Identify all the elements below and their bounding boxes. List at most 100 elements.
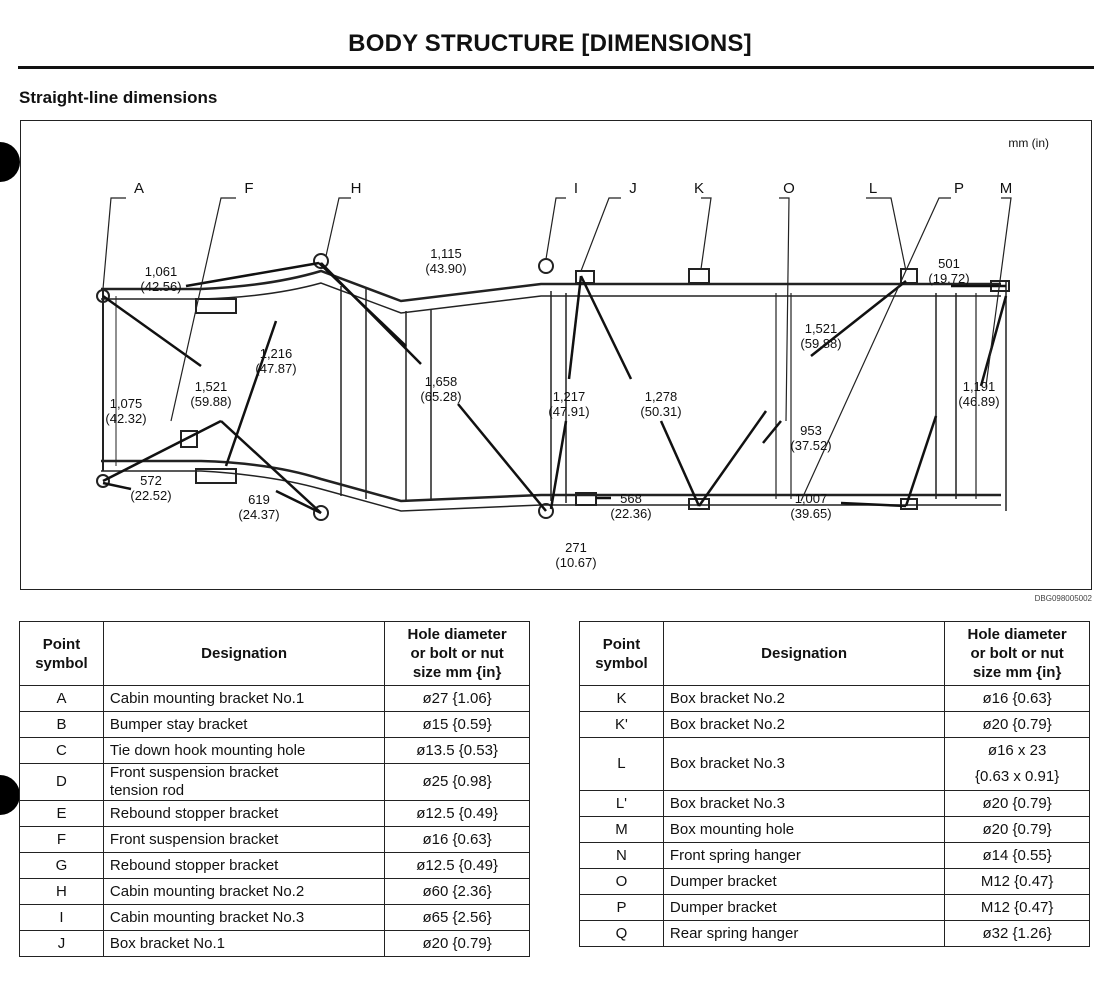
point-label: L bbox=[869, 180, 877, 197]
designation-line: Box bracket No.3 bbox=[669, 755, 785, 772]
measurement-lines bbox=[102, 261, 1008, 515]
size-line: ø20 {0.79} bbox=[982, 794, 1052, 812]
designation-cell: Cabin mounting bracket No.1 bbox=[102, 685, 386, 712]
designation-cell: Bumper stay bracket bbox=[102, 711, 386, 738]
designation-cell: Tie down hook mounting hole bbox=[102, 737, 386, 764]
size-cell: ø13.5 {0.53} bbox=[384, 737, 530, 764]
figure-code: DBG098005002 bbox=[1034, 594, 1092, 603]
dimension-in: (42.32) bbox=[105, 411, 146, 426]
point-symbol-cell: N bbox=[579, 842, 664, 869]
dimension-in: (39.65) bbox=[790, 506, 831, 521]
point-symbol-cell: A bbox=[19, 685, 104, 712]
header-line: symbol bbox=[595, 654, 648, 672]
dimension-mm: 1,217 bbox=[553, 389, 586, 404]
table-header-row: Point symbol Designation Hole diameter o… bbox=[19, 621, 530, 686]
header-designation: Designation bbox=[102, 621, 386, 686]
dimension-mm: 619 bbox=[248, 492, 270, 507]
dimension-in: (37.52) bbox=[790, 438, 831, 453]
header-line: Hole diameter bbox=[967, 626, 1067, 643]
designation-line: Cabin mounting bracket No.1 bbox=[109, 689, 305, 707]
header-size: Hole diameter or bolt or nut size mm {in… bbox=[384, 621, 530, 686]
dimension-mm: 1,075 bbox=[110, 396, 143, 411]
size-line: ø16 {0.63} bbox=[982, 689, 1052, 707]
size-line: ø15 {0.59} bbox=[422, 715, 492, 733]
size-cell: ø16 x 23{0.63 x 0.91} bbox=[944, 737, 1090, 791]
point-symbol-cell: E bbox=[19, 800, 104, 827]
size-cell: ø16 {0.63} bbox=[384, 826, 530, 853]
dimension-in: (50.31) bbox=[640, 404, 681, 419]
size-cell: ø14 {0.55} bbox=[944, 842, 1090, 869]
header-point-symbol: Point symbol bbox=[19, 621, 104, 686]
header-line: or bolt or nut bbox=[970, 645, 1064, 662]
point-symbol-cell: K bbox=[579, 685, 664, 712]
header-line: Point bbox=[42, 635, 81, 653]
designation-line: Dumper bracket bbox=[669, 898, 777, 916]
size-cell: ø65 {2.56} bbox=[384, 904, 530, 931]
table-row: G Rebound stopper bracket ø12.5 {0.49} bbox=[19, 852, 530, 879]
size-cell: ø12.5 {0.49} bbox=[384, 800, 530, 827]
designation-line: Rebound stopper bracket bbox=[109, 856, 279, 874]
point-symbol-cell: Q bbox=[579, 920, 664, 947]
designation-line: Box bracket No.2 bbox=[669, 689, 785, 707]
dimension-in: (59.88) bbox=[800, 336, 841, 351]
dimension-mm: 501 bbox=[938, 256, 960, 271]
dimension-in: (65.28) bbox=[420, 389, 461, 404]
size-line: M12 {0.47} bbox=[980, 872, 1054, 890]
header-line: symbol bbox=[35, 654, 88, 672]
dimension-in: (22.36) bbox=[610, 506, 651, 521]
point-label: O bbox=[783, 180, 795, 197]
size-line: ø14 {0.55} bbox=[982, 846, 1052, 864]
designation-line: Box mounting hole bbox=[669, 820, 795, 838]
dimension-in: (42.56) bbox=[140, 279, 181, 294]
units-label: mm (in) bbox=[1008, 136, 1049, 150]
designation-line: Front suspension bracket bbox=[109, 830, 279, 848]
size-cell: ø20 {0.79} bbox=[944, 790, 1090, 817]
section-subtitle: Straight-line dimensions bbox=[19, 88, 218, 107]
size-line: ø27 {1.06} bbox=[422, 689, 492, 707]
size-line: ø20 {0.79} bbox=[422, 934, 492, 952]
title-rule bbox=[18, 66, 1094, 69]
table-header-row: Point symbol Designation Hole diameter o… bbox=[579, 621, 1090, 686]
table-row: F Front suspension bracket ø16 {0.63} bbox=[19, 826, 530, 853]
point-symbol-cell: L' bbox=[579, 790, 664, 817]
header-line: size mm {in} bbox=[412, 664, 502, 681]
designation-line: Cabin mounting bracket No.2 bbox=[109, 882, 305, 900]
point-symbol-cell: H bbox=[19, 878, 104, 905]
size-cell: ø20 {0.79} bbox=[944, 711, 1090, 738]
size-line: ø16 x 23 bbox=[987, 742, 1047, 759]
spec-table-right: Point symbol Designation Hole diameter o… bbox=[579, 621, 1090, 947]
point-label: F bbox=[244, 180, 253, 197]
point-symbol-cell: G bbox=[19, 852, 104, 879]
point-symbol-cell: F bbox=[19, 826, 104, 853]
designation-cell: Box mounting hole bbox=[662, 816, 946, 843]
leader-lines bbox=[102, 197, 1012, 502]
point-label: K bbox=[694, 180, 704, 197]
designation-cell: Front spring hanger bbox=[662, 842, 946, 869]
designation-line: Rebound stopper bracket bbox=[109, 804, 279, 822]
dimension-mm: 1,061 bbox=[145, 264, 178, 279]
size-cell: ø25 {0.98} bbox=[384, 763, 530, 801]
designation-cell: Box bracket No.2 bbox=[662, 711, 946, 738]
size-line: ø25 {0.98} bbox=[422, 773, 492, 790]
dimension-mm: 568 bbox=[620, 491, 642, 506]
designation-cell: Box bracket No.3 bbox=[662, 737, 946, 791]
size-line: ø12.5 {0.49} bbox=[416, 856, 498, 874]
point-label: A bbox=[134, 180, 144, 197]
dimension-in: (24.37) bbox=[238, 507, 279, 522]
point-label: P bbox=[954, 180, 964, 197]
size-line: ø65 {2.56} bbox=[422, 908, 492, 926]
size-line: ø12.5 {0.49} bbox=[416, 804, 498, 822]
point-label: M bbox=[1000, 180, 1013, 197]
designation-cell: Dumper bracket bbox=[662, 868, 946, 895]
